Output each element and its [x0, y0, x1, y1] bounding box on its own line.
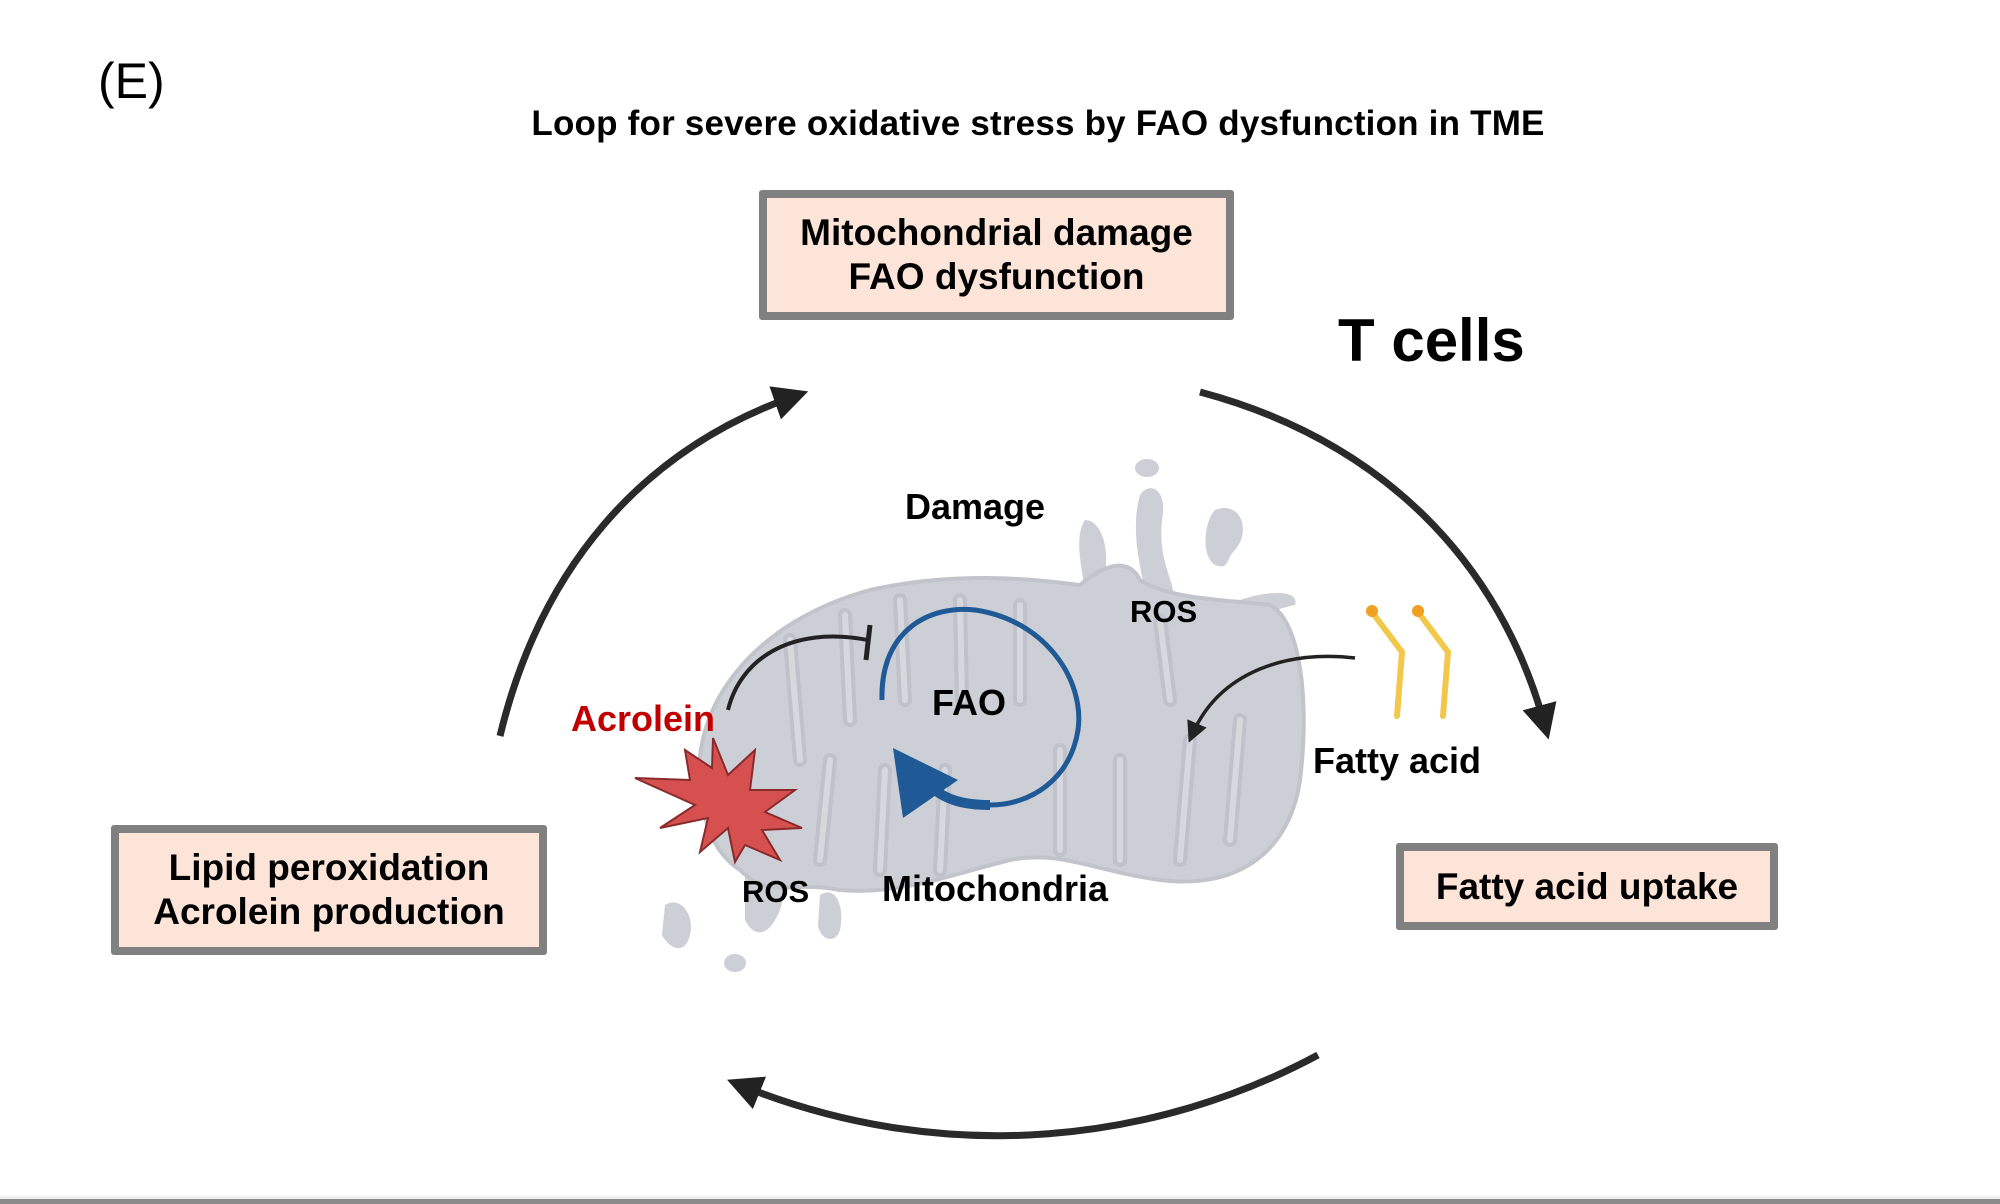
box-mitochondrial-damage: Mitochondrial damage FAO dysfunction — [759, 190, 1234, 320]
box-top-line2: FAO dysfunction — [848, 256, 1145, 297]
ros-upper-label: ROS — [1130, 594, 1198, 629]
box-lipid-peroxidation: Lipid peroxidation Acrolein production — [111, 825, 547, 955]
panel-label: (E) — [98, 53, 165, 109]
box-top-line1: Mitochondrial damage — [800, 212, 1193, 253]
fatty-acid-icon — [1366, 605, 1452, 719]
damage-label: Damage — [905, 486, 1046, 527]
cycle-arrow-bottom-to-left — [727, 1051, 1320, 1140]
figure-title: Loop for severe oxidative stress by FAO … — [531, 104, 1545, 143]
inhibition-arrow-icon — [726, 624, 873, 711]
box-fatty-acid-uptake: Fatty acid uptake — [1396, 843, 1778, 930]
box-left-line2: Acrolein production — [153, 891, 505, 932]
acrolein-label: Acrolein — [571, 698, 716, 739]
cycle-arrow-top-to-right — [1199, 388, 1557, 740]
cycle-arrow-left-to-top — [496, 386, 809, 737]
fatty-acid-entry-arrow — [1187, 654, 1356, 743]
mitochondria-illustration — [662, 459, 1306, 972]
acrolein-burst-icon — [634, 737, 803, 865]
box-right-line1: Fatty acid uptake — [1435, 865, 1739, 907]
fao-label: FAO — [932, 682, 1007, 723]
fao-cycle-icon — [879, 606, 1082, 818]
bottom-edge-bar — [0, 1196, 2000, 1204]
box-left-line1: Lipid peroxidation — [168, 847, 490, 888]
mitochondria-label: Mitochondria — [882, 868, 1108, 909]
fatty-acid-label: Fatty acid — [1313, 740, 1482, 781]
t-cells-label: T cells — [1338, 307, 1525, 374]
ros-lower-label: ROS — [742, 874, 810, 909]
